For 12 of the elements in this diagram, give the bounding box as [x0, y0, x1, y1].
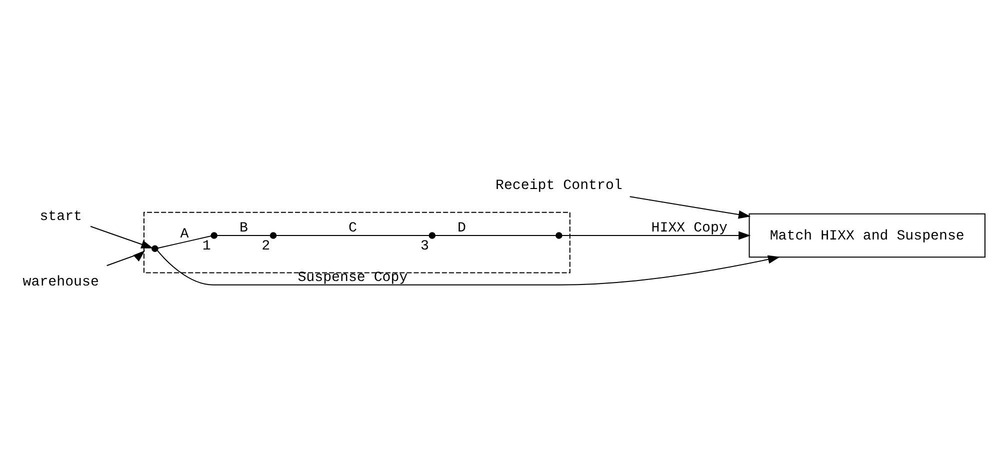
- edge-label: A: [180, 226, 189, 243]
- edge-label: Suspense Copy: [298, 270, 408, 286]
- edge-label: HIXX Copy: [651, 220, 728, 237]
- edge-label: D: [458, 220, 466, 237]
- edge-label: C: [348, 220, 357, 237]
- node-label: 3: [420, 238, 429, 255]
- node-text: start: [40, 209, 82, 226]
- node-label: 2: [262, 238, 270, 255]
- node-label: 1: [202, 238, 211, 255]
- node-text: warehouse: [22, 274, 99, 291]
- node-text: Receipt Control: [496, 178, 622, 194]
- edge-label: B: [239, 220, 248, 237]
